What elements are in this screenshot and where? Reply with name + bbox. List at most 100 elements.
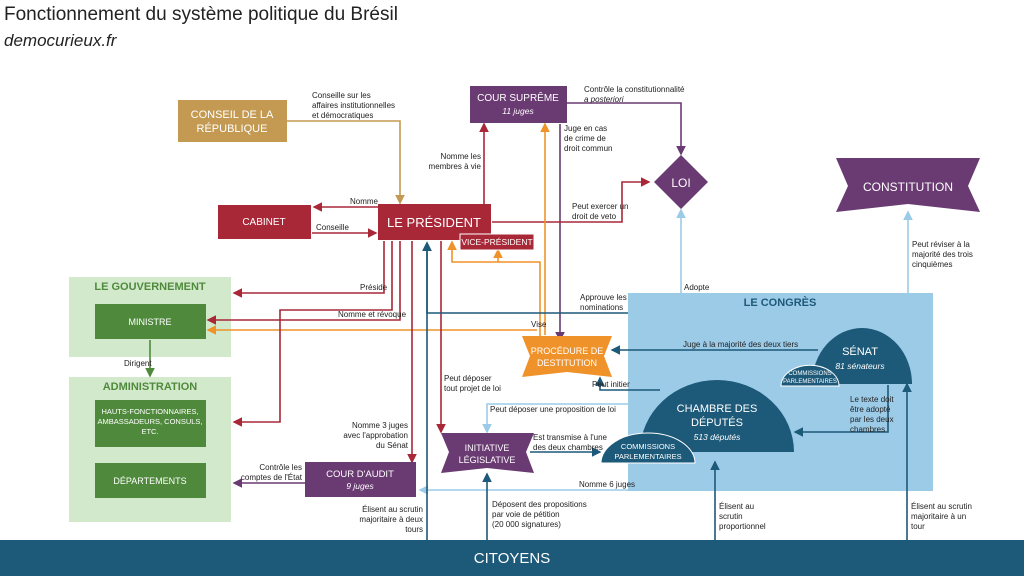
edge-conseil-president — [287, 120, 405, 205]
label-texte-4: chambres — [850, 425, 885, 434]
procedure-label-1: PROCÉDURE DE — [531, 346, 604, 356]
procedure-banner — [522, 336, 612, 377]
label-veto-1: Peut exercer un — [572, 202, 628, 211]
commissions-senat-dome — [780, 364, 840, 387]
administration-title: ADMINISTRATION — [103, 381, 198, 393]
initiative-label-2: LÉGISLATIVE — [459, 455, 516, 465]
label-transmise-1: Est transmise à l'une — [533, 433, 608, 442]
label-conseille-2: affaires institutionnelles — [312, 101, 395, 110]
initiative-label-1: INITIATIVE — [465, 443, 510, 453]
administration-panel — [69, 377, 231, 522]
commissions-chambre-2: PARLEMENTAIRES — [614, 452, 681, 461]
gouvernement-title: LE GOUVERNEMENT — [94, 281, 206, 293]
departements-label: DÉPARTEMENTS — [113, 476, 186, 486]
label-deposer-projet-1: Peut déposer — [444, 374, 492, 383]
label-controle-comptes-2: comptes de l'État — [241, 473, 303, 482]
hauts-label-3: ETC. — [141, 427, 158, 436]
label-reviser-3: cinquièmes — [912, 260, 952, 269]
label-controle: Contrôle la constitutionnalité — [584, 85, 685, 94]
congres-title: LE CONGRÈS — [744, 296, 817, 309]
label-approuve-2: nominations — [580, 303, 623, 312]
edge-president-gouvernement — [232, 241, 385, 298]
label-reviser-1: Peut réviser à la — [912, 240, 970, 249]
ministre-label: MINISTRE — [128, 317, 171, 327]
label-elisent1-3: tour — [911, 522, 925, 531]
edge-congres-initiative — [482, 403, 628, 434]
label-juge-2: de crime de — [564, 134, 606, 143]
senat-dome — [812, 328, 912, 384]
edge-chambre-procedure — [595, 376, 660, 391]
cour-supreme-label: COUR SUPRÊME — [477, 91, 559, 104]
label-texte-1: Le texte doit — [850, 395, 894, 404]
senat-label: SÉNAT — [842, 345, 878, 358]
vice-president-label: VICE-PRÉSIDENT — [461, 237, 532, 247]
label-elisent1-1: Élisent au scrutin — [911, 502, 972, 511]
label-juge-3: droit commun — [564, 144, 612, 153]
edge-senat-chambre — [793, 385, 889, 437]
label-conseille-1: Conseille sur les — [312, 91, 371, 100]
conseil-box — [178, 100, 287, 142]
chambre-detail: 513 députés — [694, 432, 742, 442]
label-deposer-prop: Peut déposer une proposition de loi — [490, 405, 616, 414]
hauts-label-2: AMBASSADEURS, CONSULS, — [97, 417, 202, 426]
label-nomme3-1: Nomme 3 juges — [352, 421, 408, 430]
citoyens-bar — [0, 540, 1024, 576]
citoyens-label: CITOYENS — [474, 550, 550, 567]
initiative-banner — [441, 433, 534, 473]
hauts-label-1: HAUTS-FONCTIONNAIRES, — [101, 407, 198, 416]
commissions-senat-2: PARLEMENTAIRES — [783, 379, 837, 385]
label-deposent-2: par voie de pétition — [492, 510, 560, 519]
label-adopte: Adopte — [684, 283, 710, 292]
vice-president-box — [459, 233, 535, 251]
label-vise: Vise — [531, 320, 547, 329]
label-elisent2-3: tours — [405, 525, 423, 534]
label-juge-1: Juge en cas — [564, 124, 607, 133]
label-elisent-prop-2: scrutin — [719, 512, 743, 521]
label-nomme-revoque: Nomme et révoque — [338, 310, 407, 319]
label-initier: Peut initier — [592, 380, 630, 389]
constitution-label: CONSTITUTION — [863, 180, 953, 194]
label-a-posteriori: a posteriori — [584, 95, 624, 104]
edge-coursupreme-loi — [567, 102, 686, 156]
label-elisent-prop-3: proportionnel — [719, 522, 766, 531]
label-nomme: Nomme — [350, 197, 379, 206]
hauts-fonctionnaires-box — [95, 400, 206, 447]
label-nomme-membres-1: Nomme les — [441, 152, 481, 161]
commissions-chambre-1: COMMISSIONS — [621, 442, 675, 451]
label-texte-2: être adopté — [850, 405, 891, 414]
label-deposent-3: (20 000 signatures) — [492, 520, 561, 529]
label-deposent-1: Déposent des propositions — [492, 500, 587, 509]
conseil-label-2: RÉPUBLIQUE — [197, 122, 268, 135]
departements-box — [95, 463, 206, 498]
cour-supreme-detail: 11 juges — [502, 106, 534, 116]
cour-audit-label: COUR D'AUDIT — [326, 469, 394, 480]
label-reviser-2: majorité des trois — [912, 250, 973, 259]
label-nomme6: Nomme 6 juges — [579, 480, 635, 489]
ministre-box — [95, 304, 206, 339]
label-nomme3-3: du Sénat — [376, 441, 409, 450]
cour-audit-detail: 9 juges — [346, 481, 374, 491]
edge-procedure-president — [447, 240, 541, 340]
label-dirigent: Dirigent — [124, 359, 152, 368]
loi-diamond — [654, 155, 708, 209]
chambre-label-1: CHAMBRE DES — [677, 403, 758, 415]
page-title: Fonctionnement du système politique du B… — [4, 4, 398, 25]
label-conseille: Conseille — [316, 223, 349, 232]
cabinet-label: CABINET — [242, 217, 285, 228]
cour-supreme-box — [470, 86, 567, 123]
label-conseille-3: et démocratiques — [312, 111, 373, 120]
label-juge-majorite: Juge à la majorité des deux tiers — [683, 340, 798, 349]
label-nomme-membres-2: membres à vie — [429, 162, 482, 171]
commissions-senat-1: COMMISSIONS — [788, 371, 831, 377]
label-elisent-prop-1: Élisent au — [719, 502, 754, 511]
chambre-dome — [640, 380, 794, 452]
label-elisent1-2: majoritaire à un — [911, 512, 966, 521]
president-label: LE PRÉSIDENT — [387, 215, 481, 230]
label-nomme3-2: avec l'approbation — [343, 431, 408, 440]
label-texte-3: par les deux — [850, 415, 894, 424]
label-veto-2: droit de veto — [572, 212, 617, 221]
label-elisent2-1: Élisent au scrutin — [362, 505, 423, 514]
label-deposer-projet-2: tout projet de loi — [444, 384, 501, 393]
page-subtitle: democurieux.fr — [4, 31, 117, 50]
